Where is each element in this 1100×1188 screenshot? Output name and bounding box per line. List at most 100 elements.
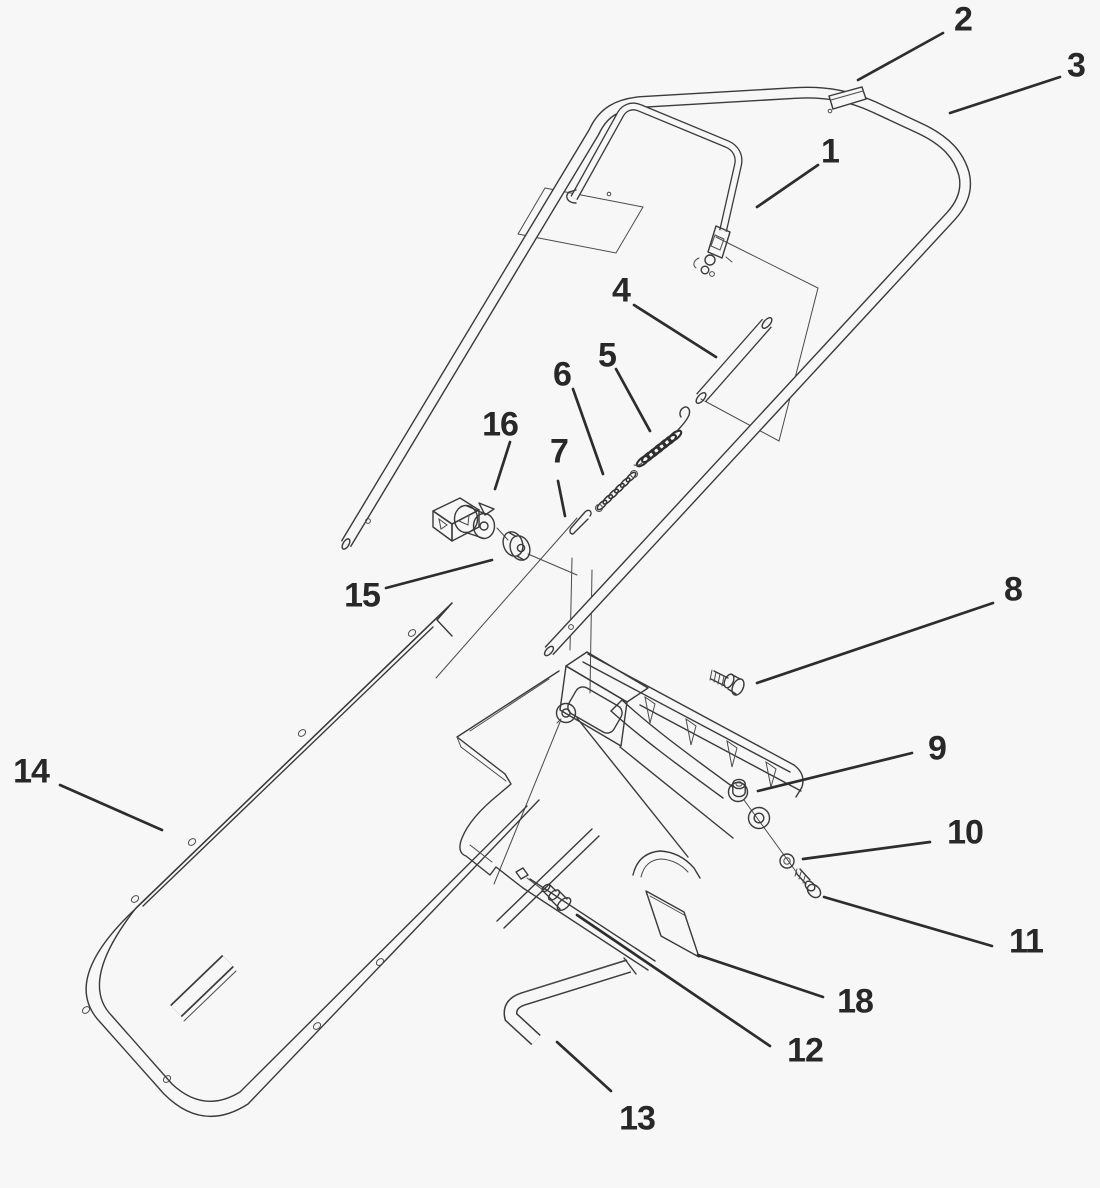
callout-label-12: 12 bbox=[787, 1031, 824, 1070]
phantom-reference-lines bbox=[436, 188, 818, 890]
spring-6 bbox=[596, 471, 638, 512]
reference-box-cable bbox=[701, 237, 818, 441]
leader-line-4 bbox=[634, 305, 716, 357]
leader-line-10 bbox=[803, 842, 930, 859]
housing-left-boundary bbox=[460, 774, 523, 888]
callout-label-15: 15 bbox=[344, 576, 381, 615]
housing-floor-edge-2 bbox=[577, 718, 688, 857]
panel-rim-line bbox=[143, 627, 433, 906]
bracket-13 bbox=[511, 958, 637, 1040]
callout-label-3: 3 bbox=[1067, 46, 1086, 85]
housing-grommet-2 bbox=[749, 808, 770, 829]
lever-axis-b bbox=[528, 554, 577, 575]
lower-handle-panel bbox=[81, 603, 539, 1116]
callout-label-16: 16 bbox=[482, 405, 519, 444]
housing-floor-edge-1 bbox=[620, 747, 733, 838]
housing-boundary-inner bbox=[470, 845, 492, 862]
tube4-end-cap bbox=[760, 316, 773, 330]
housing-block-front bbox=[560, 666, 627, 746]
leader-line-14 bbox=[60, 785, 162, 830]
callout-label-10: 10 bbox=[947, 813, 984, 852]
bolt12-axis-a bbox=[494, 722, 560, 884]
screw11-collar bbox=[803, 879, 816, 892]
callout-label-11: 11 bbox=[1009, 922, 1044, 961]
housing-bottom-rail-1 bbox=[497, 829, 592, 921]
cable-lever-16 bbox=[433, 498, 495, 541]
leader-line-6 bbox=[573, 389, 603, 474]
callout-label-13: 13 bbox=[619, 1099, 656, 1138]
console-housing bbox=[457, 652, 803, 970]
screw11-head bbox=[805, 882, 823, 900]
leader-line-3 bbox=[950, 77, 1060, 113]
housing-grommet-2-hole bbox=[754, 813, 764, 823]
shift-arm bbox=[611, 700, 748, 802]
cotter-pin-7 bbox=[570, 510, 591, 534]
housing-channel-outer bbox=[633, 851, 700, 878]
washer-10 bbox=[780, 854, 794, 868]
housing-block-top bbox=[566, 652, 648, 702]
leader-line-15 bbox=[386, 560, 492, 588]
callout-label-5: 5 bbox=[598, 336, 617, 375]
housing-ribs bbox=[645, 697, 776, 787]
upper-handle-3 bbox=[341, 93, 966, 658]
leader-line-9 bbox=[758, 753, 912, 791]
housing-rail-2 bbox=[583, 662, 790, 772]
housing-grommet-1 bbox=[557, 704, 576, 723]
callout-label-6: 6 bbox=[553, 355, 572, 394]
screw-8 bbox=[710, 670, 746, 697]
washer-15 bbox=[500, 529, 533, 563]
leader-line-18 bbox=[698, 955, 823, 997]
panel-slot-inner bbox=[176, 961, 228, 1011]
leader-line-13 bbox=[557, 1042, 611, 1091]
handle-end-right bbox=[543, 645, 555, 657]
housing-left-flange bbox=[457, 671, 559, 774]
panel-holes bbox=[81, 628, 417, 1084]
housing-bottom-rail-2 bbox=[504, 836, 599, 928]
housing-hole-square bbox=[516, 868, 528, 879]
arm-end-cap bbox=[611, 700, 622, 711]
tube4-end-open bbox=[694, 391, 707, 405]
bail-pin-dot bbox=[607, 192, 611, 196]
reference-box-bail bbox=[518, 188, 643, 253]
arm-boss bbox=[729, 783, 748, 802]
leader-line-11 bbox=[824, 897, 992, 946]
handle-hole-left bbox=[366, 519, 371, 524]
handle-hole-right bbox=[569, 625, 574, 630]
panel-outline-outer bbox=[86, 603, 539, 1116]
panel-outline-inner bbox=[99, 611, 527, 1101]
spring5-hook bbox=[675, 407, 690, 433]
spring6-loop-bottom bbox=[596, 505, 603, 512]
carriage-bolt-12 bbox=[541, 883, 573, 913]
handle-clip-2 bbox=[829, 87, 866, 109]
leader-lines bbox=[60, 33, 1060, 1091]
callout-label-2: 2 bbox=[954, 0, 973, 39]
housing-rail-top bbox=[588, 654, 794, 765]
leader-line-2 bbox=[858, 33, 943, 80]
leader-line-16 bbox=[495, 442, 510, 489]
screw11-shaft bbox=[796, 869, 810, 884]
bolt-9 bbox=[733, 779, 745, 796]
housing-rail-end bbox=[794, 765, 803, 797]
callout-label-14: 14 bbox=[13, 752, 50, 791]
insert-line-b bbox=[590, 570, 592, 693]
housing-bottom-lip-1 bbox=[523, 888, 648, 970]
panel-top-cut bbox=[437, 603, 452, 636]
screw8-threads bbox=[710, 670, 724, 686]
callout-label-9: 9 bbox=[928, 729, 947, 768]
housing-channel-inner bbox=[641, 859, 688, 877]
spring-5 bbox=[634, 407, 690, 468]
callout-label-1: 1 bbox=[821, 132, 840, 171]
spring5-tail bbox=[634, 462, 643, 465]
screw-11 bbox=[795, 869, 823, 900]
leader-line-1 bbox=[757, 165, 818, 207]
callout-label-18: 18 bbox=[837, 982, 874, 1021]
grommet-slot bbox=[557, 719, 561, 723]
lever-axis-a bbox=[497, 528, 508, 540]
cable-line bbox=[436, 518, 577, 678]
screw11-axis bbox=[744, 800, 797, 873]
leader-line-7 bbox=[558, 481, 565, 516]
leader-line-12 bbox=[577, 915, 770, 1046]
housing-opening bbox=[565, 684, 625, 736]
